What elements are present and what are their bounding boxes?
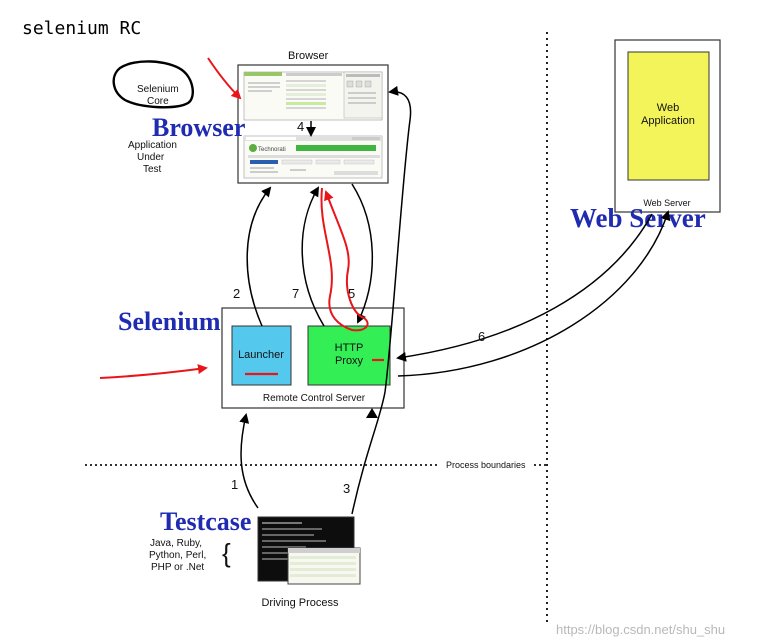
arrow-step-6-back <box>396 213 653 362</box>
http-proxy-label-line2: Proxy <box>335 355 364 367</box>
driving-process-label: Driving Process <box>261 597 339 609</box>
arrow-step-3 <box>351 85 412 515</box>
browser-box-label: Browser <box>288 50 329 62</box>
web-app-label-line1: Web <box>657 102 679 114</box>
languages-line2: Python, Perl, <box>149 550 206 561</box>
arrow-step-2 <box>246 186 272 327</box>
selenium-core-label-line1: Selenium <box>137 84 179 95</box>
red-annotation-browser-arrow <box>207 57 242 100</box>
web-server-box-label: Web Server <box>643 198 690 208</box>
process-boundaries-label: Process boundaries <box>446 460 526 470</box>
aut-label-line1: Application <box>128 140 177 151</box>
web-server-group: Web Application Web Server <box>614 39 721 213</box>
arrow-step-1 <box>239 413 259 509</box>
http-proxy-label-line1: HTTP <box>335 342 364 354</box>
red-annotation-proxy-loop <box>320 187 369 332</box>
selenium-core-panel <box>243 71 383 121</box>
arrow-step-6-out <box>397 210 671 377</box>
driving-process-screens <box>257 516 361 585</box>
languages-line1: Java, Ruby, <box>150 538 202 549</box>
step-7-label: 7 <box>292 286 299 301</box>
web-application-box <box>627 51 710 181</box>
aut-label-line3: Test <box>143 164 162 175</box>
remote-control-server-label: Remote Control Server <box>263 393 366 404</box>
red-annotation-server-arrow <box>99 364 208 379</box>
application-under-test-panel: Technorati <box>243 135 383 179</box>
web-server-big-label: Web Server <box>570 203 706 233</box>
browser-group: Browser <box>237 50 389 184</box>
browser-big-label: Browser <box>152 113 245 142</box>
launcher-box <box>231 325 292 386</box>
http-proxy-box <box>307 325 391 386</box>
launcher-label: Launcher <box>238 349 284 361</box>
step-4-label: 4 <box>297 119 304 134</box>
remote-control-server-group: Launcher HTTP Proxy Remote Control Serve… <box>221 307 405 409</box>
languages-line3: PHP or .Net <box>151 562 204 573</box>
web-app-label-line2: Application <box>641 115 695 127</box>
arrow-step-5 <box>351 183 374 324</box>
ide-window <box>287 547 361 585</box>
step-3-label: 3 <box>343 481 350 496</box>
arrow-step-7 <box>301 186 325 327</box>
step-1-label: 1 <box>231 477 238 492</box>
selenium-core-hand-circle <box>112 60 194 109</box>
step-6-label: 6 <box>478 329 485 344</box>
watermark: https://blog.csdn.net/shu_shu <box>556 622 725 637</box>
testcase-big-label: Testcase <box>160 507 251 536</box>
aut-label-line2: Under <box>137 152 165 163</box>
step-2-label: 2 <box>233 286 240 301</box>
arrow-step-3-head <box>366 408 378 418</box>
diagram-title: selenium RC <box>22 18 141 39</box>
languages-brace: { <box>222 538 231 568</box>
technorati-logo-text: Technorati <box>258 147 286 153</box>
step-5-label: 5 <box>348 286 355 301</box>
selenium-core-label-line2: Core <box>147 96 169 107</box>
